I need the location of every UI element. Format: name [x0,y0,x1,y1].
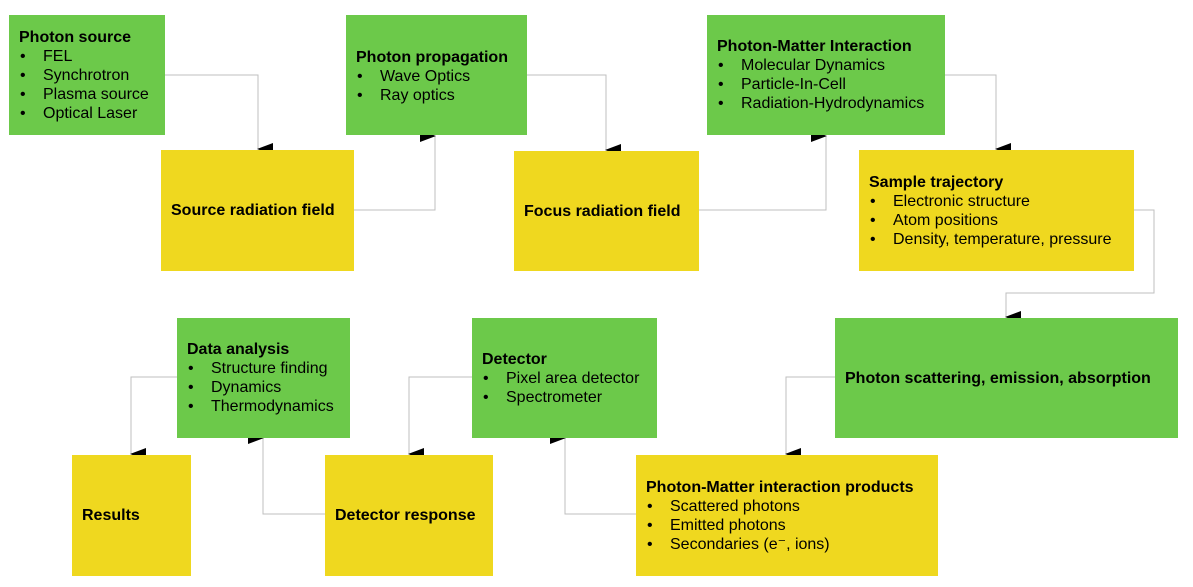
list-item: Pixel area detector [482,369,647,388]
photon-matter-interaction-box: Photon-Matter Interaction Molecular Dyna… [707,15,945,135]
photon-propagation-list: Wave Optics Ray optics [356,67,517,105]
sample-trajectory-box: Sample trajectory Electronic structure A… [859,150,1134,271]
interaction-products-list: Scattered photons Emitted photons Second… [646,497,928,554]
list-item: Synchrotron [19,66,155,85]
list-item: Spectrometer [482,388,647,407]
connector-focus-to-interaction [699,130,827,211]
connector-sample-to-scattering [1005,209,1155,323]
photon-propagation-box: Photon propagation Wave Optics Ray optic… [346,15,527,135]
list-item: Particle-In-Cell [717,75,935,94]
connector-interaction-to-sample [945,74,1011,155]
list-item: Density, temperature, pressure [869,230,1124,249]
detector-title: Detector [482,351,547,368]
sample-trajectory-list: Electronic structure Atom positions Dens… [869,192,1124,249]
connector-propagation-to-focus [527,74,621,156]
list-item: Optical Laser [19,104,155,123]
focus-radiation-field-box: Focus radiation field [514,151,699,271]
connector-response-to-analysis [248,432,325,515]
interaction-products-box: Photon-Matter interaction products Scatt… [636,455,938,576]
photon-matter-interaction-title: Photon-Matter Interaction [717,38,912,55]
data-analysis-box: Data analysis Structure finding Dynamics… [177,318,350,438]
list-item: Wave Optics [356,67,517,86]
results-box: Results [72,455,191,576]
list-item: FEL [19,47,155,66]
photon-scattering-box: Photon scattering, emission, absorption [835,318,1178,438]
list-item: Structure finding [187,359,340,378]
list-item: Secondaries (e⁻, ions) [646,535,928,554]
detector-response-title: Detector response [335,507,476,524]
list-item: Radiation-Hydrodynamics [717,94,935,113]
photon-source-list: FEL Synchrotron Plasma source Optical La… [19,47,155,123]
list-item: Emitted photons [646,516,928,535]
source-radiation-field-title: Source radiation field [171,202,335,219]
list-item: Dynamics [187,378,340,397]
focus-radiation-field-title: Focus radiation field [524,202,681,220]
connector-source-to-field [165,74,273,155]
interaction-products-title: Photon-Matter interaction products [646,478,914,496]
data-analysis-title: Data analysis [187,341,290,358]
connector-products-to-detector [550,432,636,515]
connector-detector-to-response [408,376,472,460]
list-item: Scattered photons [646,497,928,516]
connector-scattering-to-products [785,376,835,460]
list-item: Plasma source [19,85,155,104]
photon-source-box: Photon source FEL Synchrotron Plasma sou… [9,15,165,135]
photon-scattering-title: Photon scattering, emission, absorption [845,369,1151,387]
photon-source-title: Photon source [19,28,132,46]
results-title: Results [82,507,140,524]
list-item: Molecular Dynamics [717,56,935,75]
photon-matter-interaction-list: Molecular Dynamics Particle-In-Cell Radi… [717,56,935,113]
list-item: Atom positions [869,211,1124,230]
photon-propagation-title: Photon propagation [356,49,508,66]
list-item: Electronic structure [869,192,1124,211]
list-item: Ray optics [356,86,517,105]
connector-field-to-propagation [354,130,436,211]
detector-response-box: Detector response [325,455,493,576]
data-analysis-list: Structure finding Dynamics Thermodynamic… [187,359,340,416]
detector-box: Detector Pixel area detector Spectromete… [472,318,657,438]
connector-analysis-to-results [130,376,177,460]
source-radiation-field-box: Source radiation field [161,150,354,271]
sample-trajectory-title: Sample trajectory [869,173,1004,191]
detector-list: Pixel area detector Spectrometer [482,369,647,407]
list-item: Thermodynamics [187,397,340,416]
